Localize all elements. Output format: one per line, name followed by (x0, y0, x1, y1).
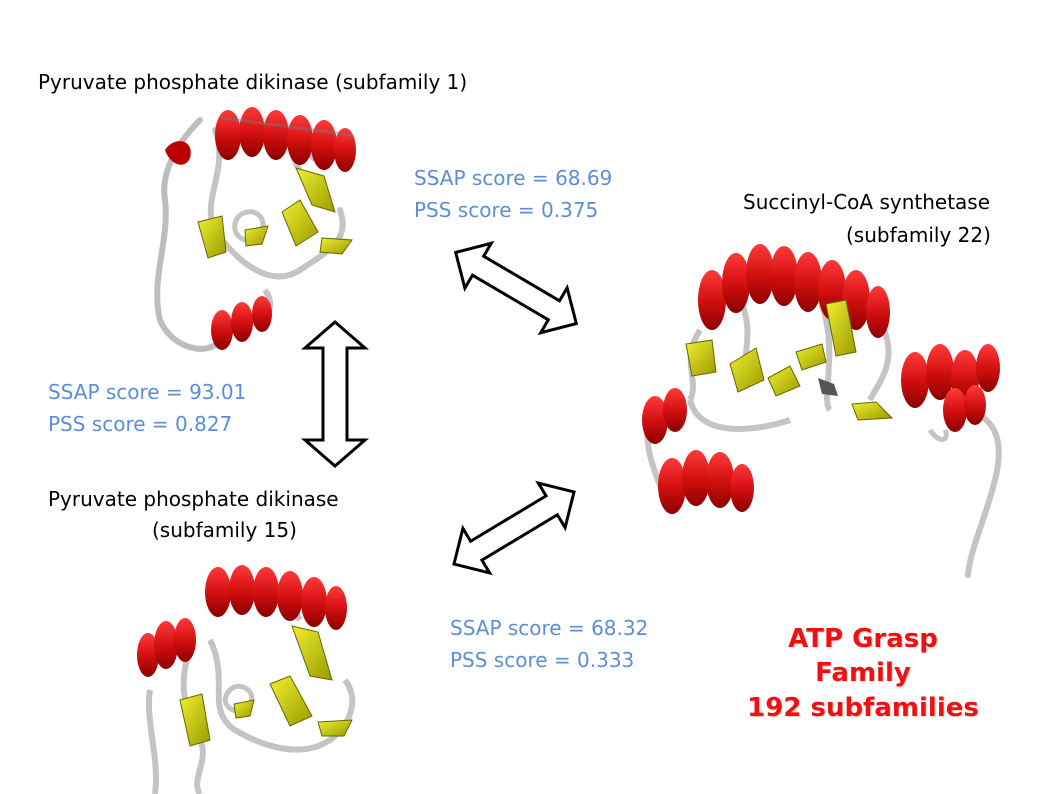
alpha-helix (658, 450, 754, 514)
protein-label-scs-line1: Succinyl-CoA synthetase (743, 190, 991, 214)
alpha-helix (698, 244, 890, 338)
alpha-helix (642, 388, 687, 444)
score-top-pss: PSS score = 0.375 (414, 198, 599, 222)
protein-label-ppdk1: Pyruvate phosphate dikinase (subfamily 1… (38, 70, 468, 94)
protein-structure-ppdk1 (154, 107, 356, 352)
family-summary: ATP Grasp Family 192 subfamilies (732, 622, 994, 725)
protein-structure-ppdk15 (137, 565, 356, 794)
alpha-helix (211, 296, 272, 350)
arrow-ppdk1-ppdk15 (300, 320, 370, 468)
score-bottom-ssap: SSAP score = 68.32 (450, 616, 649, 640)
score-left-ssap: SSAP score = 93.01 (48, 380, 247, 404)
protein-label-ppdk15-line1: Pyruvate phosphate dikinase (48, 487, 339, 511)
score-bottom-pss: PSS score = 0.333 (450, 648, 635, 672)
alpha-helix (901, 344, 1000, 432)
alpha-helix (215, 107, 356, 172)
score-top-ssap: SSAP score = 68.69 (414, 166, 613, 190)
alpha-helix (137, 618, 196, 677)
family-name: ATP Grasp (788, 624, 938, 654)
subfamily-count: 192 subfamilies (747, 692, 979, 723)
protein-label-scs-line2: (subfamily 22) (846, 223, 991, 247)
protein-label-ppdk15-line2: (subfamily 15) (152, 518, 297, 542)
beta-strand (197, 167, 353, 259)
arrow-ppdk1-scs (453, 240, 579, 336)
protein-structure-scs (642, 244, 1002, 578)
beta-strand (685, 299, 894, 421)
beta-strand (179, 625, 353, 747)
family-label: Family (815, 658, 911, 689)
arrow-ppdk15-scs (452, 480, 576, 576)
score-left-pss: PSS score = 0.827 (48, 412, 233, 436)
alpha-helix (205, 565, 347, 630)
